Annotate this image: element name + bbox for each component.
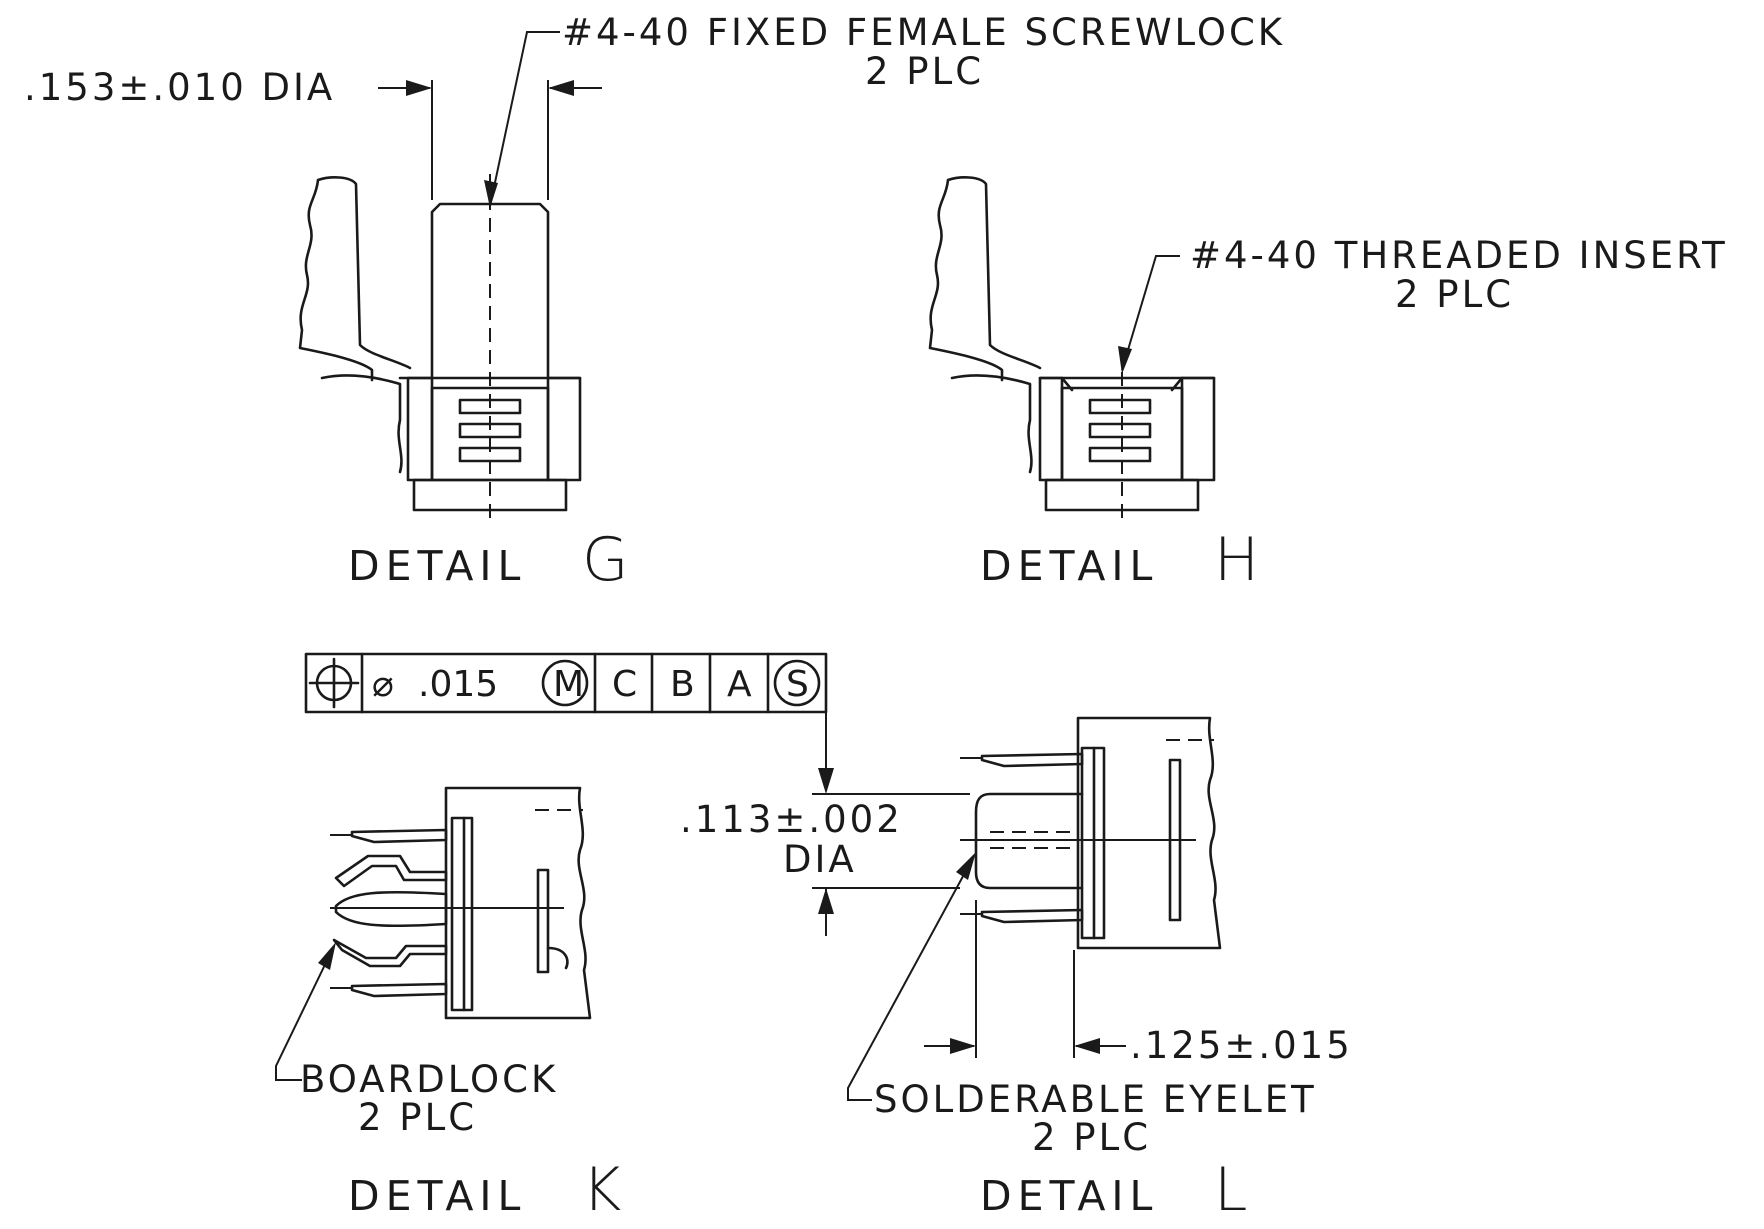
eyelet-l	[974, 792, 1084, 890]
insert-callout-line1: #4-40 THREADED INSERT	[1190, 234, 1728, 277]
pin-top-k	[350, 828, 448, 844]
housing-left-g	[406, 376, 434, 482]
shell-wall-g	[320, 374, 403, 474]
shell-flange-g	[298, 176, 412, 382]
boardlock-callout-line2: 2 PLC	[358, 1096, 477, 1139]
fcf-tolerance-modifier: M	[553, 664, 584, 705]
detail-h-label: DETAIL	[980, 542, 1158, 590]
fcf-datum-1: C	[612, 664, 637, 705]
housing-right-g	[546, 376, 582, 482]
pin-bottom-k	[350, 982, 448, 998]
feature-control-frame: ⌀ .015 M C B A S	[304, 652, 828, 790]
housing-right-h	[1180, 376, 1216, 482]
detail-l-label: DETAIL	[980, 1172, 1158, 1220]
detail-g: .153±.010 DIA #4-40 FIXED FEMALE SCREWLO…	[24, 11, 1285, 595]
eyelet-dia-line2: DIA	[783, 838, 857, 881]
leader-arrow-boardlock	[318, 942, 336, 970]
eyelet-length-text: .125±.015	[1130, 1024, 1353, 1067]
flange-k	[450, 816, 474, 1012]
fcf-datum-2: B	[670, 664, 695, 705]
slot-1-h	[1088, 398, 1152, 415]
pin-middle-k	[334, 890, 448, 928]
detail-g-label: DETAIL	[348, 542, 526, 590]
shell-wall-h	[950, 374, 1033, 474]
detail-h: #4-40 THREADED INSERT 2 PLC DETAIL H	[928, 176, 1728, 595]
screwlock-callout-line2: 2 PLC	[865, 50, 984, 93]
leader-arrow-eyelet	[956, 852, 976, 880]
insert-callout-line2: 2 PLC	[1395, 273, 1514, 316]
fcf-datum-3: A	[727, 664, 752, 705]
eyelet-callout-line1: SOLDERABLE EYELET	[874, 1078, 1317, 1121]
dim-arrow-dia-top	[818, 768, 834, 794]
leader-arrow-screwlock	[484, 180, 498, 208]
dim-arrow-right-g	[548, 80, 574, 96]
detail-l-letter: L	[1214, 1155, 1247, 1225]
detail-h-letter: H	[1214, 525, 1259, 595]
detail-l: .113±.002 DIA .125±.015 SOLDERABLE EYELE…	[680, 716, 1353, 1225]
insulator-k	[536, 868, 550, 974]
dim-arrow-len-left	[950, 1038, 976, 1054]
fcf-datum-3-modifier: S	[786, 664, 809, 705]
modifier-circle-m	[541, 659, 589, 707]
boardlock-top-k	[334, 854, 448, 888]
dim-arrow-left-g	[406, 80, 432, 96]
position-symbol-icon	[308, 657, 360, 709]
housing-k	[444, 786, 592, 1020]
boardlock-callout-line1: BOARDLOCK	[300, 1058, 558, 1101]
boardlock-bottom-k	[332, 938, 448, 968]
modifier-circle-s	[773, 659, 821, 707]
slot-2-h	[1088, 422, 1152, 439]
shell-flange-h	[928, 176, 1042, 382]
detail-k: BOARDLOCK 2 PLC DETAIL K	[275, 786, 621, 1225]
detail-g-letter: G	[582, 525, 629, 595]
dim-arrow-len-right	[1074, 1038, 1100, 1054]
detail-k-label: DETAIL	[348, 1172, 526, 1220]
screwlock-callout-line1: #4-40 FIXED FEMALE SCREWLOCK	[562, 11, 1285, 54]
housing-left-h	[1038, 376, 1064, 482]
detail-k-letter: K	[582, 1155, 621, 1225]
fcf-diameter-symbol: ⌀	[372, 664, 394, 705]
eyelet-dia-line1: .113±.002	[680, 798, 903, 841]
pin-top-l	[980, 752, 1084, 768]
leader-arrow-insert	[1118, 346, 1132, 374]
pin-bottom-l	[980, 908, 1084, 924]
housing-l	[1076, 716, 1222, 950]
screwlock-dia-text: .153±.010 DIA	[24, 66, 335, 109]
slot-3-h	[1088, 446, 1152, 463]
fcf-tolerance: .015	[418, 664, 498, 705]
eyelet-callout-line2: 2 PLC	[1032, 1116, 1151, 1159]
